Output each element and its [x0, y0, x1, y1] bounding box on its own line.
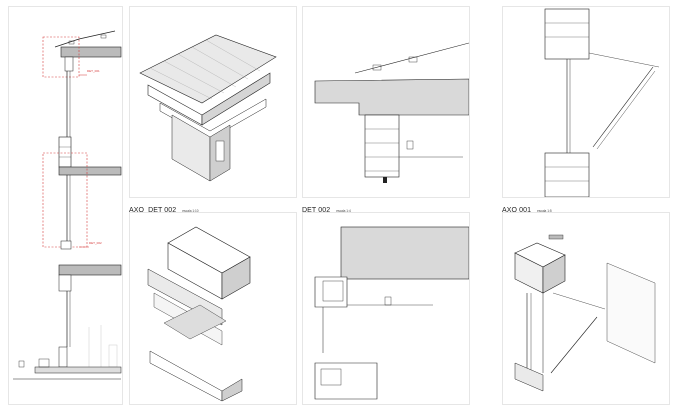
wall-section-drawing	[13, 30, 122, 380]
axo-det-002-caption: AXO_DET 002_escala 1:10	[129, 199, 199, 217]
det-roof-section-drawing	[314, 42, 470, 183]
axo-fin-section-drawing	[544, 8, 660, 198]
upper-detail-callout-label: DET_001	[87, 69, 100, 73]
axo-slab-panel	[129, 212, 297, 405]
axo-001-scale: escala 1:5	[537, 209, 552, 213]
det-roof-section-panel	[302, 6, 470, 198]
axo-001-title: AXO 001_	[502, 207, 536, 214]
det-002-title: DET 002_	[302, 207, 335, 214]
axo-fin-panel	[502, 212, 670, 405]
axo-fin-drawing	[514, 234, 656, 392]
det-002-caption: DET 002_escala 1:4	[302, 199, 351, 217]
det-slab-section-drawing	[314, 226, 470, 400]
axo-roof-panel	[129, 6, 297, 198]
axo-roof-drawing	[139, 34, 277, 182]
axo-det-002-title: AXO_DET 002_	[129, 207, 181, 214]
axo-001-caption: AXO 001_escala 1:5	[502, 199, 552, 217]
axo-det-002-scale: escala 1:10	[182, 209, 199, 213]
axo-fin-section-panel	[502, 6, 670, 198]
det-slab-section-panel	[302, 212, 470, 405]
wall-section-panel: DET_001 DET_002	[8, 6, 123, 405]
axo-slab-drawing	[147, 226, 251, 402]
det-002-scale: escala 1:4	[336, 209, 351, 213]
lower-detail-callout-label: DET_002	[89, 241, 102, 245]
